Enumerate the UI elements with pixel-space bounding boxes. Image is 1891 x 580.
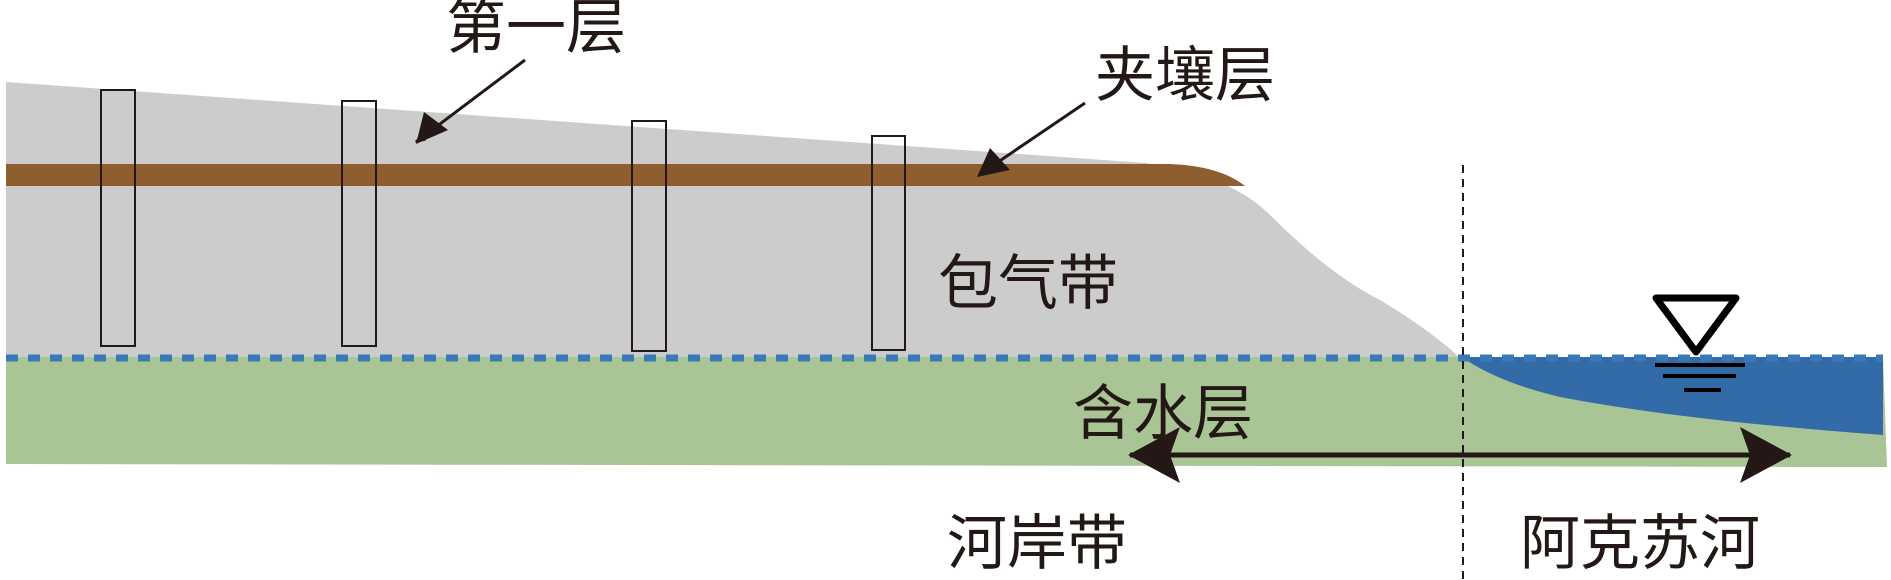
observation-well-1 [100,89,136,347]
label-vadose-zone: 包气带 [938,249,1118,319]
interlayer-arrowhead [977,148,1010,177]
observation-well-3 [631,120,667,352]
label-first-layer: 第一层 [446,0,626,63]
observation-well-2 [341,100,377,347]
label-riparian-zone: 河岸带 [947,509,1127,579]
label-river: 阿克苏河 [1520,509,1760,579]
observation-well-4 [871,135,906,351]
water-level-icon [1652,294,1745,392]
label-interlayer: 夹壤层 [1095,41,1275,111]
vadose-zone [6,82,1459,357]
label-aquifer: 含水层 [1073,379,1253,449]
river-water [1459,357,1883,435]
first-layer-arrowhead [416,112,448,144]
interlayer-band [6,164,1245,186]
